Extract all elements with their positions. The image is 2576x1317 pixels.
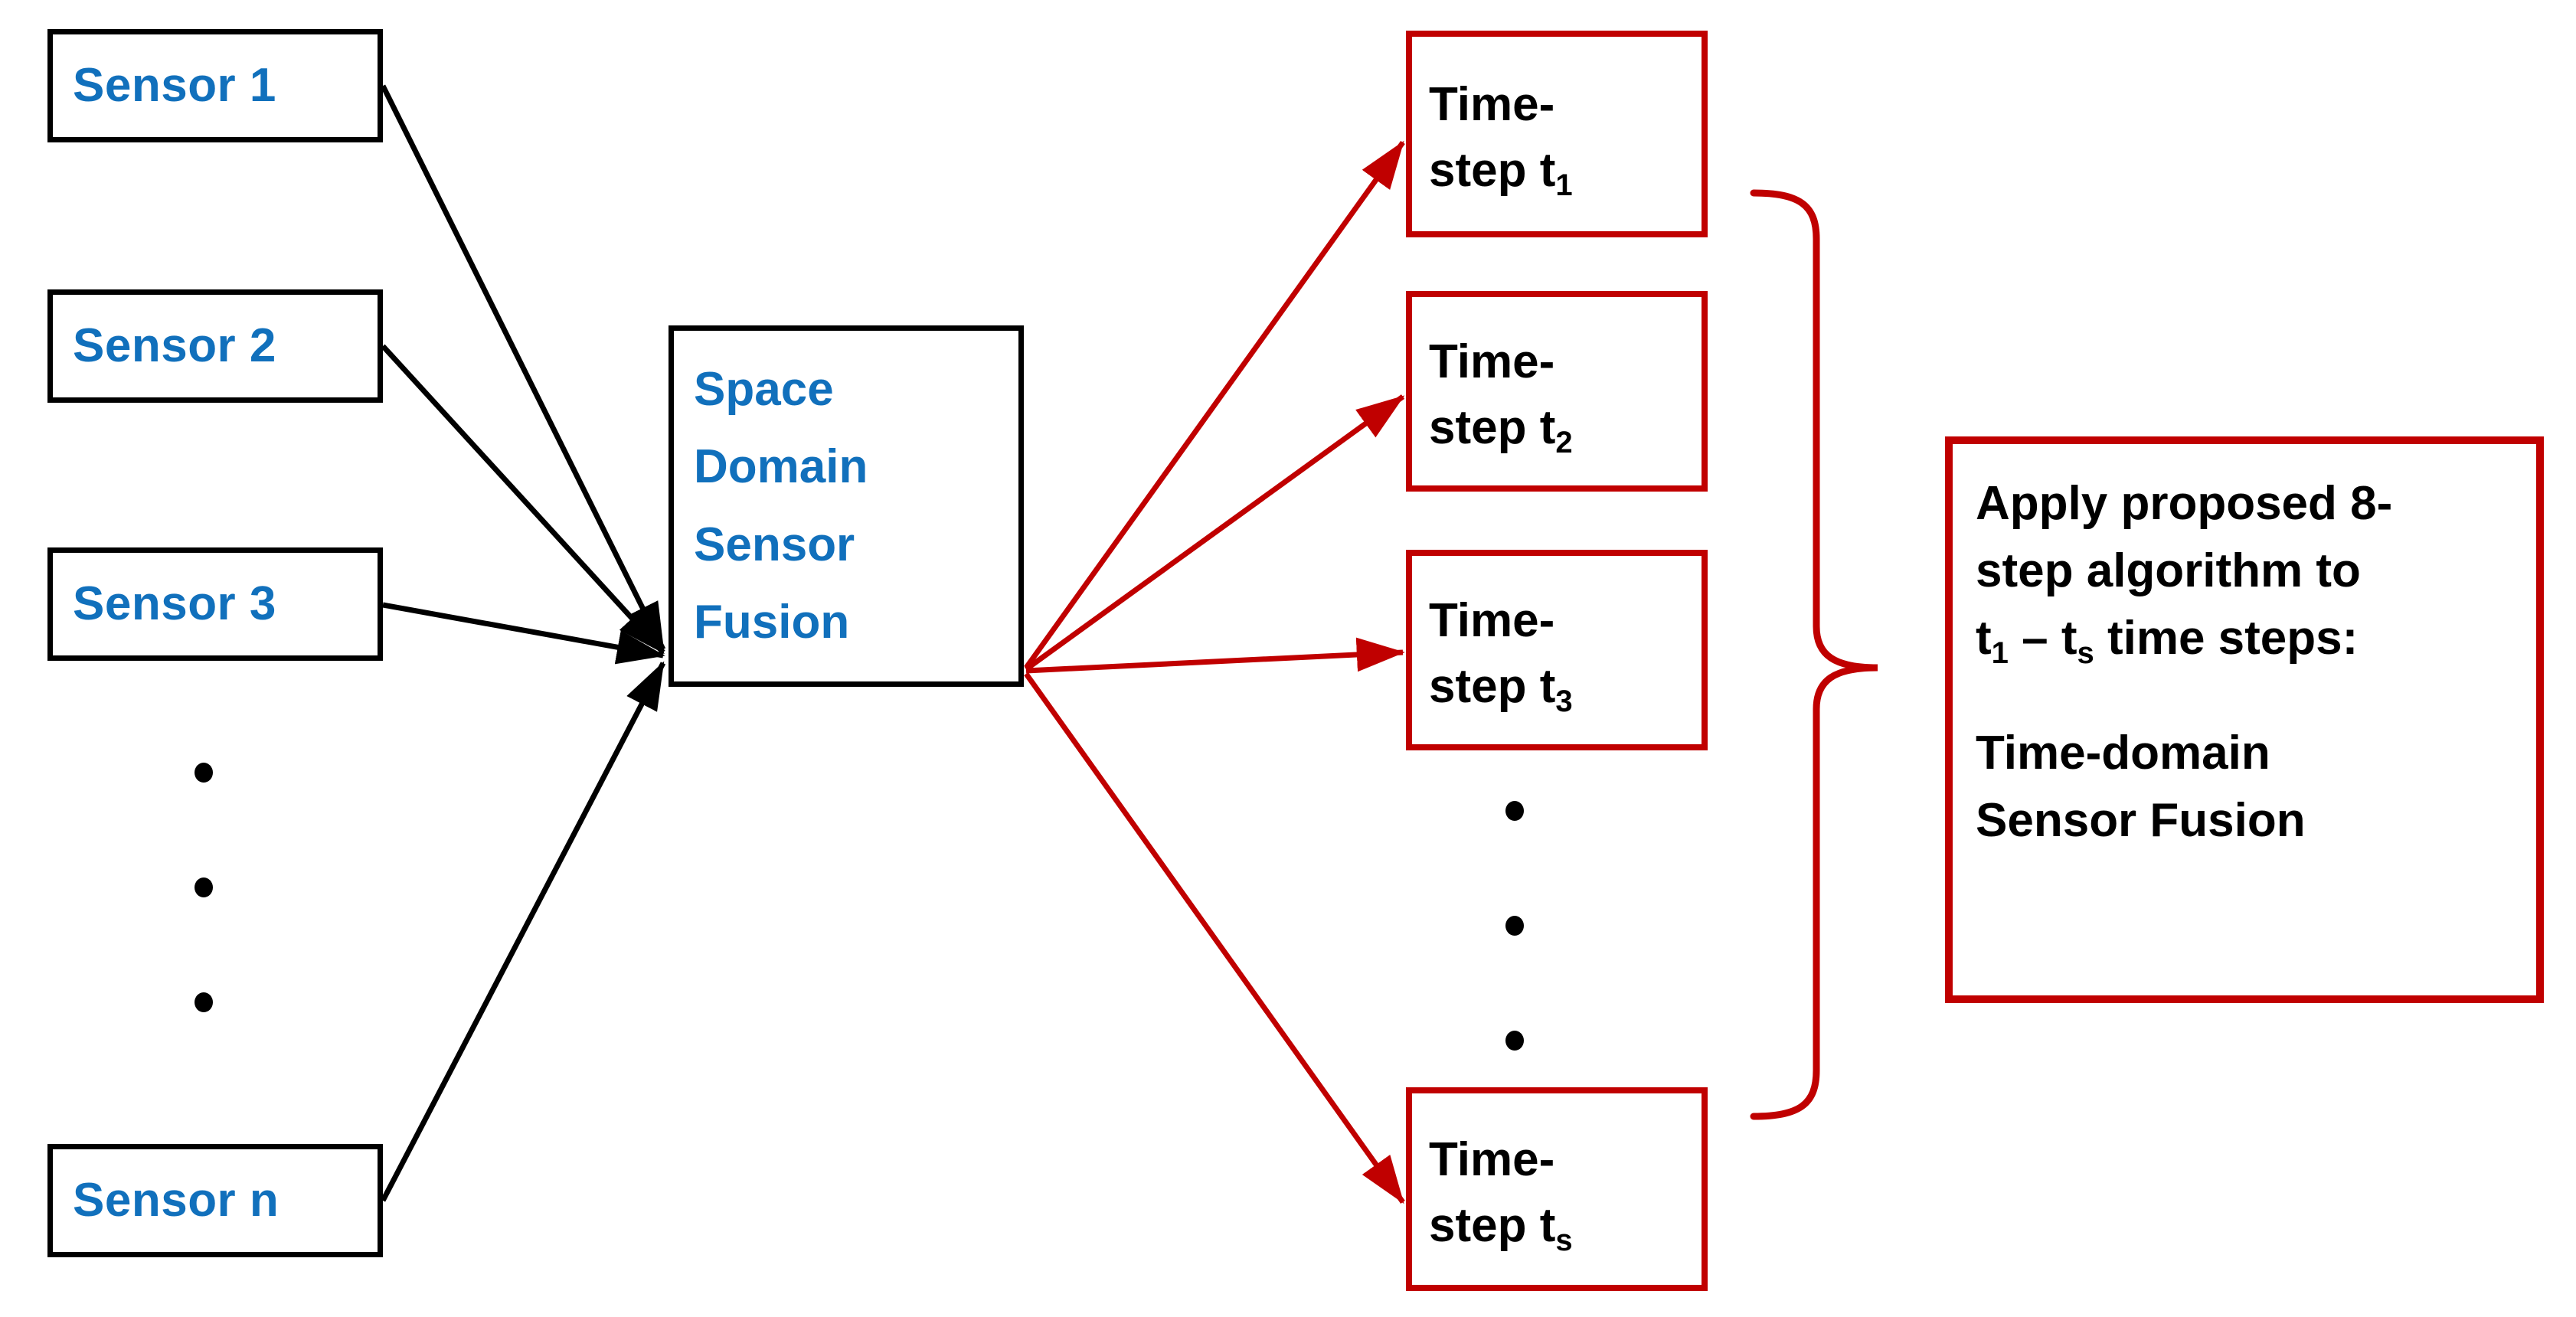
sensor-label-3: Sensor 3 <box>73 577 276 630</box>
timestep-subscript-2: 2 <box>1555 426 1573 459</box>
timestep-line1-1: Time- <box>1429 78 1555 132</box>
timestep-line2-s: step ts <box>1429 1199 1573 1257</box>
sensor-ellipsis-dot-3 <box>195 992 213 1012</box>
timestep-line1-s: Time- <box>1429 1133 1555 1187</box>
timestep-box-3[interactable]: Time- step t3 <box>1406 550 1708 750</box>
timestep-group-brace <box>1750 189 1878 1120</box>
fusion-line-domain: Domain <box>694 440 868 494</box>
timestep-box-1[interactable]: Time- step t1 <box>1406 31 1708 237</box>
timestep-ellipsis-dot-1 <box>1505 801 1524 821</box>
algorithm-subscript-s: s <box>2077 636 2094 671</box>
algorithm-line-5: Sensor Fusion <box>1976 794 2306 848</box>
sensor-box-n[interactable]: Sensor n <box>47 1144 383 1257</box>
sensor-label-n: Sensor n <box>73 1174 280 1227</box>
algorithm-blank-line <box>1976 672 2536 720</box>
timestep-subscript-3: 3 <box>1555 685 1573 718</box>
sensor-box-2[interactable]: Sensor 2 <box>47 289 383 403</box>
algorithm-line-4: Time-domain <box>1976 727 2270 780</box>
timestep-line2-1: step t1 <box>1429 144 1573 202</box>
sensor-box-1[interactable]: Sensor 1 <box>47 29 383 142</box>
timestep-line2-3: step t3 <box>1429 660 1573 718</box>
fusion-line-space: Space <box>694 362 834 416</box>
sensor-box-3[interactable]: Sensor 3 <box>47 547 383 661</box>
fusion-line-fusion: Fusion <box>694 596 850 649</box>
algorithm-subscript-1: 1 <box>1991 636 2009 671</box>
sensor-to-fusion-arrows <box>380 84 666 1202</box>
timestep-box-2[interactable]: Time- step t2 <box>1406 291 1708 492</box>
timestep-line1-3: Time- <box>1429 594 1555 648</box>
timestep-line2-2: step t2 <box>1429 401 1573 459</box>
sensor-ellipsis-dot-2 <box>195 877 213 897</box>
timestep-ellipsis-dot-3 <box>1505 1031 1524 1051</box>
space-domain-sensor-fusion-box[interactable]: Space Domain Sensor Fusion <box>669 325 1024 687</box>
sensor-ellipsis-dot-1 <box>195 763 213 783</box>
timestep-subscript-1: 1 <box>1555 168 1573 202</box>
timestep-box-s[interactable]: Time- step ts <box>1406 1087 1708 1291</box>
algorithm-line-3: t1 – ts time steps: <box>1976 612 2359 671</box>
algorithm-line-1: Apply proposed 8- <box>1976 477 2393 530</box>
algorithm-box[interactable]: Apply proposed 8- step algorithm to t1 –… <box>1945 436 2544 1003</box>
timestep-line1-2: Time- <box>1429 335 1555 389</box>
algorithm-line-2: step algorithm to <box>1976 544 2361 598</box>
timestep-ellipsis-dot-2 <box>1505 916 1524 936</box>
fusion-to-timestep-arrows <box>1024 140 1405 1204</box>
fusion-line-sensor: Sensor <box>694 518 855 571</box>
timestep-subscript-s: s <box>1555 1224 1573 1257</box>
sensor-label-1: Sensor 1 <box>73 59 276 112</box>
sensor-label-2: Sensor 2 <box>73 319 276 372</box>
